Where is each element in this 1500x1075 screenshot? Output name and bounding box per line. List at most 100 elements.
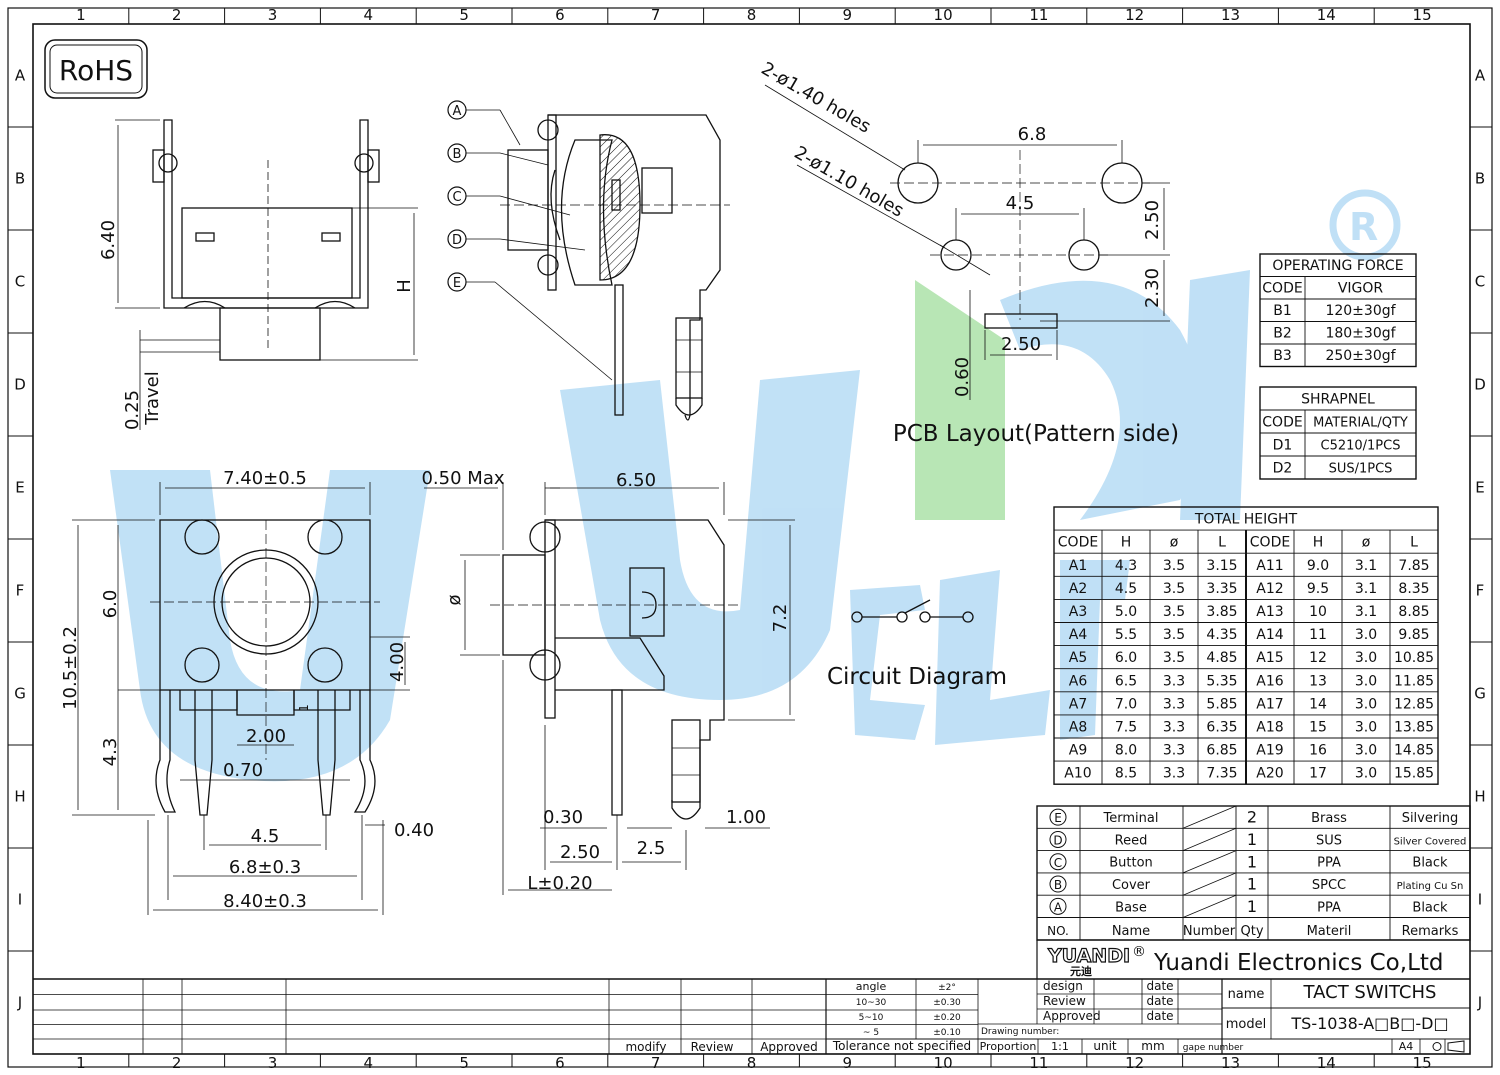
column-marker-bottom: 15 <box>1413 1054 1432 1072</box>
total-height-header: H <box>1313 535 1324 551</box>
front-dim-4-00: 4.00 <box>387 642 408 682</box>
row-marker-right: G <box>1474 685 1486 703</box>
total-height-row: 3.0 <box>1355 673 1377 689</box>
total-height-row: 5.85 <box>1206 696 1237 712</box>
total-height-title: TOTAL HEIGHT <box>1194 512 1298 528</box>
paper-size: A4 <box>1399 1040 1414 1053</box>
total-height-row: 12 <box>1309 650 1327 666</box>
total-height-row: A10 <box>1064 766 1091 782</box>
tolerance-value: ±0.30 <box>933 998 961 1008</box>
right-dim-1-00: 1.00 <box>726 807 766 828</box>
pcb-large-holes-label: 2-ø1.40 holes <box>758 58 875 138</box>
bom-part-remarks: Silver Covered <box>1394 836 1467 847</box>
row-marker-right: H <box>1474 788 1485 806</box>
operating-force-row: B1 <box>1273 303 1292 319</box>
front-width-dim: 7.40±0.5 <box>223 468 307 489</box>
rule-line <box>494 281 613 381</box>
shrapnel-row: C5210/1PCS <box>1321 439 1401 454</box>
callout-letter: D <box>452 233 462 248</box>
side-view <box>115 119 418 430</box>
pcb-layout <box>764 84 1170 400</box>
circuit-diagram-title: Circuit Diagram <box>827 664 1007 690</box>
row-marker-left: B <box>15 170 25 188</box>
bom-part-circle <box>1049 897 1067 915</box>
bom-part-letter: B <box>1054 878 1062 892</box>
total-height-row: 7.0 <box>1115 696 1137 712</box>
approved-label: Approved <box>760 1040 818 1054</box>
right-phi-label: ø <box>444 594 465 605</box>
total-height-header: H <box>1121 535 1132 551</box>
row-marker-left: H <box>14 788 25 806</box>
sign-date-label: date <box>1146 1009 1173 1023</box>
total-height-row: 3.0 <box>1355 650 1377 666</box>
row-marker-left: C <box>15 273 25 291</box>
bom-part-letter: C <box>1054 856 1062 870</box>
row-marker-right: I <box>1478 891 1482 909</box>
total-height-row: 5.5 <box>1115 627 1137 643</box>
total-height-row: 3.0 <box>1355 766 1377 782</box>
bom-part-material: SPCC <box>1312 878 1346 893</box>
total-height-row: 15 <box>1309 720 1327 736</box>
column-marker-bottom: 5 <box>459 1054 469 1072</box>
svg-text:R: R <box>1349 205 1378 249</box>
column-marker-top: 2 <box>172 6 182 24</box>
drawing-number-label: Drawing number: <box>981 1027 1059 1037</box>
total-height-row: 4.3 <box>1115 558 1137 574</box>
total-height-row: A9 <box>1069 743 1087 759</box>
bom-part-remarks: Silvering <box>1402 811 1459 826</box>
bom-part-material: PPA <box>1317 856 1341 871</box>
total-height-header: ø <box>1362 535 1371 551</box>
bom-part-name: Button <box>1109 856 1153 871</box>
bom-part-remarks: Black <box>1412 900 1448 915</box>
column-marker-top: 4 <box>364 6 374 24</box>
column-marker-bottom: 12 <box>1125 1054 1144 1072</box>
row-marker-right: F <box>1476 582 1485 600</box>
total-height-row: A5 <box>1069 650 1087 666</box>
pcb-small-holes-label: 2-ø1.10 holes <box>791 142 908 222</box>
row-marker-left: I <box>18 891 22 909</box>
total-height-row: 7.35 <box>1206 766 1237 782</box>
total-height-row: A6 <box>1069 673 1088 689</box>
company-block: YUANDI 元迪 ® Yuandi Electronics Co,Ltd <box>1037 939 1470 978</box>
bom-part-letter: D <box>1053 833 1062 847</box>
rule-line <box>1182 805 1237 829</box>
section-view <box>500 114 730 421</box>
total-height-row: 9.85 <box>1398 627 1429 643</box>
model-label: model <box>1226 1017 1266 1032</box>
column-marker-top: 11 <box>1029 6 1048 24</box>
total-height-row: 3.3 <box>1163 766 1185 782</box>
modify-label: modify <box>625 1040 666 1054</box>
bom-part-qty: 1 <box>1247 830 1257 849</box>
total-height-row: 10 <box>1309 604 1327 620</box>
column-marker-top: 1 <box>76 6 86 24</box>
row-marker-left: F <box>16 582 25 600</box>
total-height-row: 3.3 <box>1163 720 1185 736</box>
bom-header-cell: NO. <box>1047 924 1069 938</box>
front-dim-4-5: 4.5 <box>251 826 280 847</box>
pcb-dim-4-5: 4.5 <box>1006 193 1035 214</box>
total-height-row: A13 <box>1256 604 1283 620</box>
total-height-row: A19 <box>1256 743 1283 759</box>
total-height-row: 8.0 <box>1115 743 1137 759</box>
row-marker-left: G <box>14 685 26 703</box>
bom-header-cell: Materil <box>1307 924 1352 939</box>
total-height-row: A3 <box>1069 604 1087 620</box>
tolerance-note: Tolerance not specified <box>832 1039 971 1053</box>
operating-force-row: B3 <box>1273 348 1292 364</box>
column-marker-top: 9 <box>843 6 853 24</box>
total-height-row: 3.0 <box>1355 720 1377 736</box>
total-height-row: 5.0 <box>1115 604 1137 620</box>
total-height-row: 3.0 <box>1355 696 1377 712</box>
operating-force-row: 250±30gf <box>1325 348 1396 364</box>
table-border <box>1259 253 1417 368</box>
bom-part-name: Cover <box>1112 878 1151 893</box>
total-height-row: A4 <box>1069 627 1088 643</box>
column-marker-top: 14 <box>1317 6 1336 24</box>
total-height-row: 9.5 <box>1307 581 1329 597</box>
total-height-row: 9.0 <box>1307 558 1329 574</box>
column-marker-bottom: 10 <box>934 1054 953 1072</box>
total-height-row: 12.85 <box>1394 696 1434 712</box>
